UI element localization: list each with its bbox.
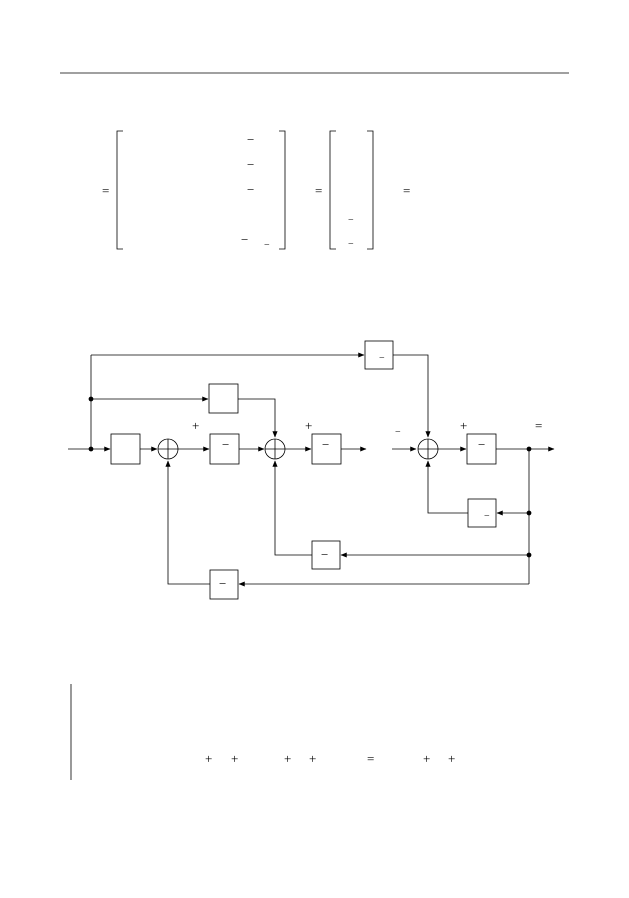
integrator-3-minus: −	[478, 437, 485, 452]
feedback-right-minus: −	[484, 511, 490, 522]
matrix-2-minus-2: −	[348, 239, 354, 250]
eq-plus-4: +	[309, 751, 316, 766]
matrix-1-minus-3: −	[247, 182, 254, 197]
feedback-lower-minus: −	[219, 576, 226, 591]
matrix-equals-1: =	[102, 183, 109, 198]
feedback-block-lower	[209, 569, 239, 600]
plus-label-3: +	[460, 418, 467, 433]
block-diagram	[68, 340, 555, 600]
plus-label-2: +	[305, 418, 312, 433]
feedback-block-right	[467, 498, 497, 528]
matrix-1-right-bracket	[279, 130, 286, 250]
input-gain-block	[110, 433, 141, 465]
integrator-2-minus: −	[322, 437, 329, 452]
matrix-2-right-bracket	[367, 130, 374, 250]
eq-plus-5: +	[423, 751, 430, 766]
matrix-1-minus-4: −	[241, 232, 248, 247]
integrator-1-minus: −	[222, 437, 229, 452]
matrix-2-minus-1: −	[348, 215, 354, 226]
feedforward-mid-to-sum-2	[238, 398, 278, 438]
minus-input-label: −	[395, 427, 401, 438]
matrix-1-minus-5: −	[264, 240, 270, 251]
feedforward-top-minus: −	[379, 353, 385, 364]
plus-label-1: +	[192, 418, 199, 433]
matrix-equals-3: =	[403, 183, 410, 198]
eq-plus-1: +	[205, 751, 212, 766]
feedforward-mid-block	[208, 383, 239, 414]
eq-plus-2: +	[231, 751, 238, 766]
output-equals-label: =	[535, 418, 542, 433]
feedback-lower-to-sum-1	[165, 460, 210, 585]
matrix-equation: = − − − − − = − − =	[102, 130, 410, 251]
matrix-1-minus-2: −	[247, 157, 254, 172]
feedback-right-to-sum-3	[425, 460, 468, 514]
matrix-2-left-bracket	[329, 130, 336, 250]
bottom-equation: + + + + = + +	[70, 684, 455, 780]
block-diagram-labels: − − − − − − − + + + − =	[192, 353, 542, 591]
matrix-equals-2: =	[315, 183, 322, 198]
eq-plus-3: +	[284, 751, 291, 766]
feedforward-top-to-sum-3	[393, 354, 431, 438]
matrix-1-left-bracket	[116, 130, 123, 250]
eq-equals: =	[367, 751, 374, 766]
feedback-upper-to-sum-2	[272, 460, 312, 556]
eq-plus-6: +	[448, 751, 455, 766]
feedback-upper-minus: −	[321, 547, 328, 562]
matrix-1-minus-1: −	[247, 132, 254, 147]
